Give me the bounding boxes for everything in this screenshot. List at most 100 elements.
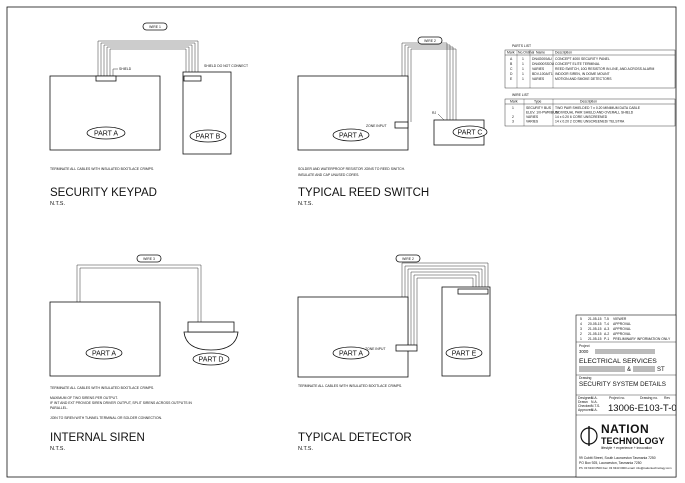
- wire-tag-label: WIRE 1: [149, 25, 161, 29]
- rev-label: Rev: [664, 396, 670, 400]
- wire-tag: [142, 22, 168, 31]
- project-street: ST: [657, 367, 665, 373]
- zone-input-label: ZONE INPUT: [366, 124, 387, 128]
- terminal-strip: [183, 75, 202, 82]
- note-line: TERMINATE ALL CABLES WITH INSULATED BOOT…: [50, 167, 154, 171]
- wire-1-core: [109, 48, 187, 76]
- part-label-bubble: [332, 128, 370, 142]
- cell: 1: [522, 57, 524, 61]
- revision-table: 5 21-05-15 T-5 VIEWER 4 20-05-15 T-4 APP…: [576, 317, 676, 343]
- project-services: ELECTRICAL SERVICES: [579, 358, 657, 365]
- cell: 1: [522, 67, 524, 71]
- wire-2-core: [407, 46, 454, 122]
- part-e-label: PART E: [452, 351, 477, 358]
- part-d-label: PART D: [199, 357, 224, 364]
- note-line: TERMINATE ALL CABLES WITH INSULATED BOOT…: [298, 384, 402, 388]
- sheet-border: [6, 6, 677, 478]
- cell: REED SWITCH, 10Ω RESISTOR IN LINE, AND A…: [555, 67, 654, 71]
- cell: INDOOR SIREN, IN DOME MOUNT: [555, 72, 610, 76]
- cell: MOTION AND SMOKE DETECTORS: [555, 77, 612, 81]
- drawing-no-label: Drawing no.: [640, 396, 658, 400]
- cell: DN4000SSOU: [532, 62, 555, 66]
- cell: ELEV. 1/0-PWR/BUS: [526, 111, 559, 115]
- cell: CONCEPT 4000 SECURITY PANEL: [555, 57, 610, 61]
- company-contact: Ph: 03 6343 0500 Fax: 03 6343 0900 email…: [579, 466, 672, 470]
- part-a-label: PART A: [339, 351, 363, 358]
- cell: P-1: [604, 337, 609, 341]
- company-address: 99 Cubitt Street, South Launceston Tasma…: [579, 456, 656, 460]
- table-row: ELEV. 1/0-PWR/BUS INDIVIDUAL PAIR SHIELD…: [526, 111, 634, 115]
- wire-2-core: [404, 44, 451, 122]
- cell: C: [510, 67, 513, 71]
- part-a-label: PART A: [94, 131, 118, 138]
- cell: 21-05-15: [588, 327, 602, 331]
- table-heading: PARTS LIST: [512, 44, 531, 48]
- cell: APPROVAL: [613, 327, 631, 331]
- wire-tag: [136, 254, 162, 263]
- cell: BDV-100A/T1: [532, 72, 553, 76]
- terminal-strip: [395, 344, 418, 352]
- part-a-panel: [297, 296, 409, 378]
- diagram-title: TYPICAL REED SWITCH: [298, 187, 429, 199]
- revision-row: 1 21-05-15 P-1 PRELIMINARY INFORMATION O…: [580, 337, 671, 341]
- parts-list-table: PARTS LIST Mark No.Ordinal Name Descript…: [504, 44, 676, 89]
- note-line: JOIN TO SIREN WITH TUNNEL TERMINAL OR SO…: [50, 416, 162, 420]
- cell: 21-05-15: [588, 332, 602, 336]
- part-a-label: PART A: [339, 133, 363, 140]
- table-row: 1 SECURITY BUS TWO PAIR SHIELDED 7 x 0.2…: [512, 106, 641, 110]
- wire-2-core: [413, 274, 477, 345]
- cell: CONCEPT ELITE TERMINAL: [555, 62, 600, 66]
- cell: 2: [580, 332, 582, 336]
- internal-siren-diagram: WIRE 3 PART A PART D TERMINATE ALL CABLE…: [49, 254, 239, 452]
- note-line: PARALLEL.: [50, 406, 68, 410]
- wire-2-core: [410, 48, 457, 122]
- drawing-label: Drawing: [579, 376, 592, 380]
- shield-wire: [112, 68, 118, 76]
- drawing-title: SECURITY SYSTEM DETAILS: [579, 381, 666, 388]
- cell: 5: [580, 317, 582, 321]
- redacted-text: [579, 366, 625, 372]
- part-label-bubble: [192, 352, 230, 366]
- cell: TWO PAIR SHIELDED 7 x 0.20 MINIMUM DATA …: [555, 106, 641, 110]
- scale-label: N.T.S.: [298, 446, 313, 452]
- part-label-bubble: [189, 129, 227, 143]
- meta-value: N.A.: [591, 408, 598, 412]
- cell: VARIES: [526, 120, 539, 124]
- wire-list-table: WIRE LIST Mark Type Description 1 SECURI…: [504, 93, 676, 127]
- meta-value: N.A.: [591, 400, 598, 404]
- cell: 3: [580, 327, 582, 331]
- wire-3-core: [79, 267, 199, 322]
- wire-2-core: [401, 42, 448, 122]
- column-header: Type: [534, 100, 541, 104]
- resistor-label: RJ: [432, 111, 436, 115]
- terminal-strip: [457, 288, 489, 295]
- cell: T-5: [604, 317, 609, 321]
- cell: VARIES: [526, 115, 539, 119]
- cell: A: [510, 57, 513, 61]
- cell: APPROVAL: [613, 322, 631, 326]
- cell: INDIVIDUAL PAIR SHIELD AND OVERALL SHIEL…: [555, 111, 634, 115]
- column-header: Description: [580, 100, 597, 104]
- cell: 20-05-15: [588, 322, 602, 326]
- wire-2-core: [416, 277, 474, 345]
- security-keypad-diagram: WIRE 1 SHIELD SHIELD DO NOT CONNECT PART…: [49, 22, 248, 207]
- zone-input-label: ZONE INPUT: [365, 347, 386, 351]
- part-a-label: PART A: [92, 351, 116, 358]
- wire-1-core: [103, 44, 193, 76]
- cell: VIEWER: [613, 317, 627, 321]
- table-row: 2 VARIES 14 x 0.20 6 CORE UNSCREENED: [512, 115, 608, 119]
- wire-tag-label: WIRE 2: [424, 39, 436, 43]
- meta-label: Checked: [578, 404, 591, 408]
- cell: A-3: [604, 327, 609, 331]
- title-block: 5 21-05-15 T-5 VIEWER 4 20-05-15 T-4 APP…: [575, 314, 677, 478]
- cell: 4: [580, 322, 582, 326]
- cell: A-2: [604, 332, 609, 336]
- wire-1-core: [100, 42, 196, 76]
- redacted-text: [633, 366, 655, 372]
- cell: 1: [522, 77, 524, 81]
- column-header: Mark: [510, 100, 518, 104]
- company-tagline: lifestyle + experience + innovation: [601, 446, 652, 450]
- revision-row: 3 21-05-15 A-3 APPROVAL: [580, 327, 631, 331]
- terminal-strip: [394, 121, 409, 129]
